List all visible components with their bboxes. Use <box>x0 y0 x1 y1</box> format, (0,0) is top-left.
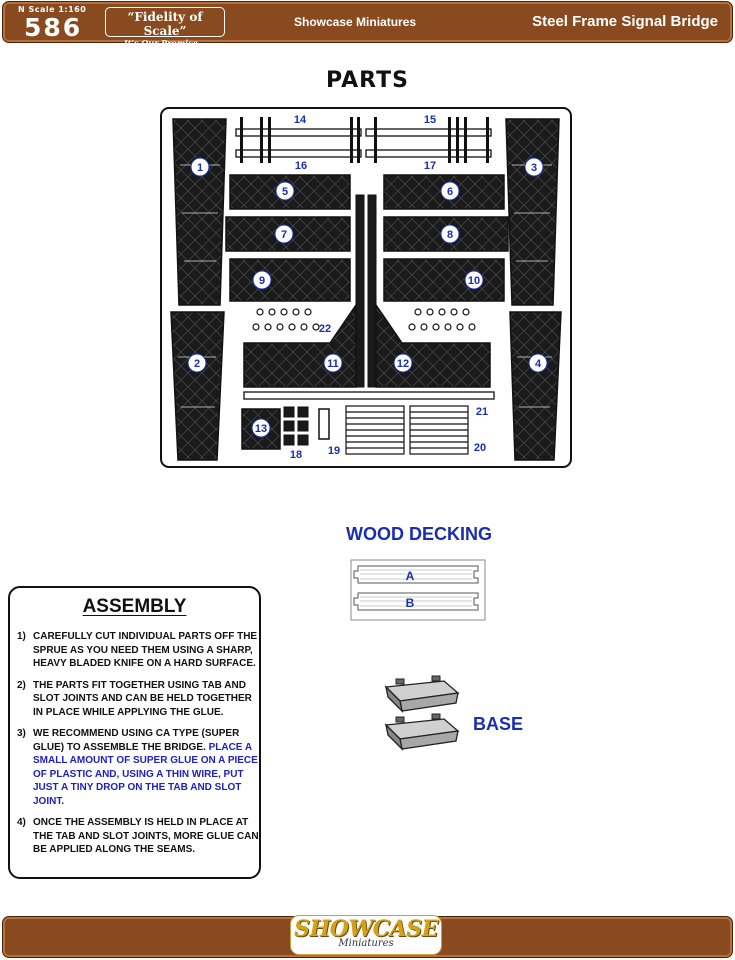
part-label-10: 10 <box>468 275 480 287</box>
part-label-4: 4 <box>535 358 542 370</box>
part-label-6: 6 <box>447 186 453 198</box>
step-text: CAREFULLY CUT INDIVIDUAL PARTS OFF THE S… <box>33 631 258 669</box>
part-4-tower-right-lower <box>509 311 562 461</box>
part-19-piece <box>318 408 330 440</box>
step-text: THE PARTS FIT TOGETHER USING TAB AND SLO… <box>33 679 252 718</box>
base-blocks-illustration <box>384 675 460 751</box>
assembly-steps: 1) CAREFULLY CUT INDIVIDUAL PARTS OFF TH… <box>17 630 261 865</box>
part-21-rail <box>243 391 495 400</box>
part-3-tower-right <box>505 118 560 306</box>
showcase-logo: SHOWCASE Miniatures <box>290 915 442 955</box>
step-number: 4) <box>17 817 26 828</box>
base-label: BASE <box>473 714 524 734</box>
part-label-15: 15 <box>424 114 436 126</box>
slogan-badge: “Fidelity of Scale” It’s Our Promise... <box>105 7 225 48</box>
part-10-panel <box>383 258 505 302</box>
decking-piece-b <box>353 592 479 611</box>
base-block-1 <box>384 675 460 713</box>
part-label-11: 11 <box>327 358 339 370</box>
parts-fret-diagram: 1 2 3 4 5 6 7 8 9 10 11 12 13 14 15 16 1… <box>160 107 572 468</box>
parts-14-17-rails <box>235 128 492 158</box>
part-label-7: 7 <box>281 229 287 241</box>
step-text: WE RECOMMEND USING CA TYPE (SUPER GLUE) … <box>33 728 240 753</box>
step-text: ONCE THE ASSEMBLY IS HELD IN PLACE AT TH… <box>33 817 259 855</box>
part-label-2: 2 <box>194 358 200 370</box>
model-number: 586 <box>24 13 83 42</box>
part-1-tower-left <box>172 118 227 306</box>
header-bar: N Scale 1:160 586 “Fidelity of Scale” It… <box>2 1 733 48</box>
part-label-13: 13 <box>255 423 267 435</box>
scale-label: N Scale 1:160 <box>18 5 87 14</box>
part-label-18: 18 <box>290 449 302 461</box>
logo-sub-text: Miniatures <box>338 938 394 949</box>
part-number-markers <box>187 157 548 438</box>
decking-piece-a <box>353 565 479 584</box>
part-9-panel <box>229 258 351 302</box>
center-rails <box>355 194 377 388</box>
step-number: 3) <box>17 728 26 739</box>
decking-label-b: B <box>406 596 415 610</box>
assembly-step: 2) THE PARTS FIT TOGETHER USING TAB AND … <box>17 679 261 720</box>
part-label-19: 19 <box>328 445 340 457</box>
part-label-9: 9 <box>259 275 265 287</box>
product-title: Steel Frame Signal Bridge <box>532 13 718 30</box>
decking-label-a: A <box>406 569 415 583</box>
part-label-5: 5 <box>282 186 288 198</box>
part-label-16: 16 <box>295 160 307 172</box>
part-label-21: 21 <box>476 406 488 418</box>
part-2-tower-left-lower <box>170 311 225 461</box>
assembly-step: 3) WE RECOMMEND USING CA TYPE (SUPER GLU… <box>17 727 261 808</box>
part-22-brackets <box>252 308 476 331</box>
footer-bar: SHOWCASE Miniatures <box>2 915 733 958</box>
step-highlight-text: PLACE A SMALL AMOUNT OF SUPER GLUE ON A … <box>33 741 258 807</box>
part-label-8: 8 <box>447 229 453 241</box>
part-label-22: 22 <box>319 323 331 335</box>
step-number: 1) <box>17 631 26 642</box>
parts-title: PARTS <box>326 68 409 93</box>
assembly-step: 1) CAREFULLY CUT INDIVIDUAL PARTS OFF TH… <box>17 630 261 671</box>
part-label-1: 1 <box>197 162 203 174</box>
part-label-20: 20 <box>474 442 486 454</box>
assembly-title: ASSEMBLY <box>82 596 187 617</box>
part-label-12: 12 <box>397 358 409 370</box>
base-block-2 <box>384 713 460 751</box>
part-18-pieces <box>283 406 309 446</box>
logo-main-text: SHOWCASE <box>294 916 438 942</box>
brand-name: Showcase Miniatures <box>294 15 417 29</box>
wood-decking-diagram: A B <box>350 559 486 621</box>
assembly-box: ASSEMBLY 1) CAREFULLY CUT INDIVIDUAL PAR… <box>8 586 261 879</box>
slogan-title: “Fidelity of Scale” <box>127 10 203 38</box>
step-number: 2) <box>17 679 26 691</box>
part-label-14: 14 <box>294 114 307 126</box>
part-label-17: 17 <box>424 160 436 172</box>
assembly-step: 4) ONCE THE ASSEMBLY IS HELD IN PLACE AT… <box>17 816 261 857</box>
slogan-subtitle: It’s Our Promise... <box>123 38 207 48</box>
wood-decking-title: WOOD DECKING <box>346 524 492 544</box>
part-label-3: 3 <box>531 162 537 174</box>
